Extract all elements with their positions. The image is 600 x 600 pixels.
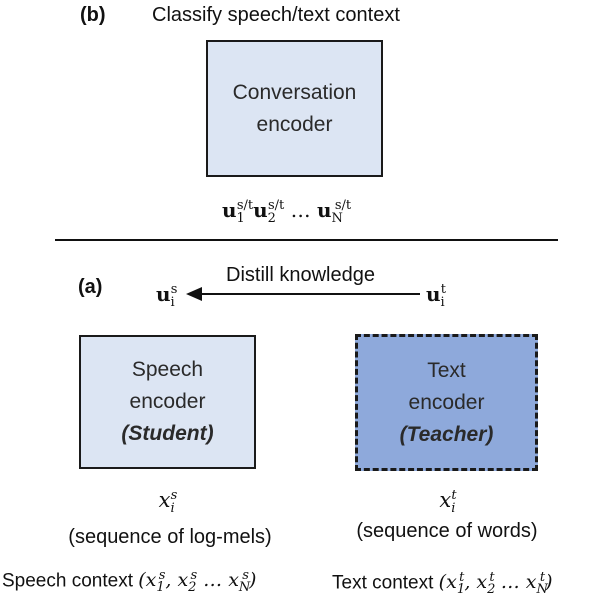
teacher-vec-u: u — [426, 282, 441, 306]
teacher-vec-sub: i — [440, 295, 445, 310]
conversation-encoder-box: Conversation encoder — [206, 40, 383, 177]
speech-encoder-box: Speech encoder (Student) — [79, 335, 256, 469]
text-input-sup: t — [451, 488, 457, 503]
text-context: Text context (x1t, x2t … xNt) — [332, 570, 553, 598]
conversation-encoder-line1: Conversation — [232, 80, 357, 104]
text-input-x: x — [439, 488, 452, 512]
text-context-label: Text context — [332, 572, 434, 594]
text-encoder-line1: Text — [427, 358, 466, 382]
teacher-vector: uit — [426, 282, 446, 310]
teacher-role: (Teacher) — [399, 422, 494, 446]
seq-sub2: 2 — [267, 211, 276, 226]
section-divider — [55, 239, 558, 241]
student-vec-sup: s — [170, 282, 178, 298]
speech-context-supN: s — [242, 568, 249, 583]
speech-context: Speech context (x1s, x2s … xNs) — [2, 568, 257, 596]
text-context-ellipsis: … — [500, 571, 520, 594]
distill-arrow-head — [186, 287, 202, 301]
section-label-b: (b) — [80, 4, 106, 26]
seq-subN: N — [331, 211, 343, 226]
speech-input-symbol: xis — [118, 488, 218, 516]
text-context-supN: t — [539, 570, 546, 585]
speech-context-subN: N — [238, 580, 251, 596]
distill-label: Distill knowledge — [226, 264, 375, 286]
teacher-vec-sup: t — [440, 282, 446, 298]
classify-title: Classify speech/text context — [152, 4, 400, 26]
text-context-sup2: t — [489, 570, 495, 585]
seq-sup2: s/t — [267, 198, 285, 214]
seq-ellipsis: … — [290, 198, 311, 222]
seq-u2: u — [253, 198, 268, 222]
seq-supN: s/t — [334, 198, 352, 214]
text-encoder-box: Text encoder (Teacher) — [355, 334, 538, 471]
speech-encoder-line2: encoder — [129, 390, 206, 413]
seq-uN: u — [316, 198, 332, 222]
speech-context-label: Speech context — [2, 570, 133, 592]
student-vector: uis — [156, 282, 177, 310]
text-context-subN: N — [536, 582, 548, 598]
section-label-a: (a) — [78, 276, 103, 298]
student-vec-u: u — [156, 282, 171, 306]
speech-input-sub: i — [170, 501, 175, 517]
student-vec-sub: i — [170, 295, 175, 310]
speech-context-sup2: s — [190, 568, 198, 583]
text-input-sub: i — [451, 501, 456, 517]
student-role: (Student) — [121, 422, 214, 445]
seq-sub1: 1 — [236, 211, 245, 226]
text-input-desc: (sequence of words) — [356, 520, 538, 542]
text-input-symbol: xit — [398, 488, 498, 516]
speech-context-ellipsis: … — [203, 569, 223, 592]
text-encoder-line2: encoder — [408, 390, 485, 414]
conversation-encoder-line2: encoder — [256, 112, 333, 136]
seq-u1: u — [222, 198, 237, 222]
text-context-sup1: t — [459, 570, 465, 585]
speech-context-sup1: s — [158, 568, 166, 583]
seq-sup1: s/t — [236, 198, 254, 214]
speech-input-x: x — [158, 488, 171, 512]
speech-input-sup: s — [170, 488, 178, 503]
speech-encoder-line1: Speech — [131, 358, 204, 381]
speech-input-desc: (sequence of log-mels) — [68, 526, 272, 548]
utterance-sequence: u1s/tu2s/t … uNs/t — [222, 198, 351, 226]
